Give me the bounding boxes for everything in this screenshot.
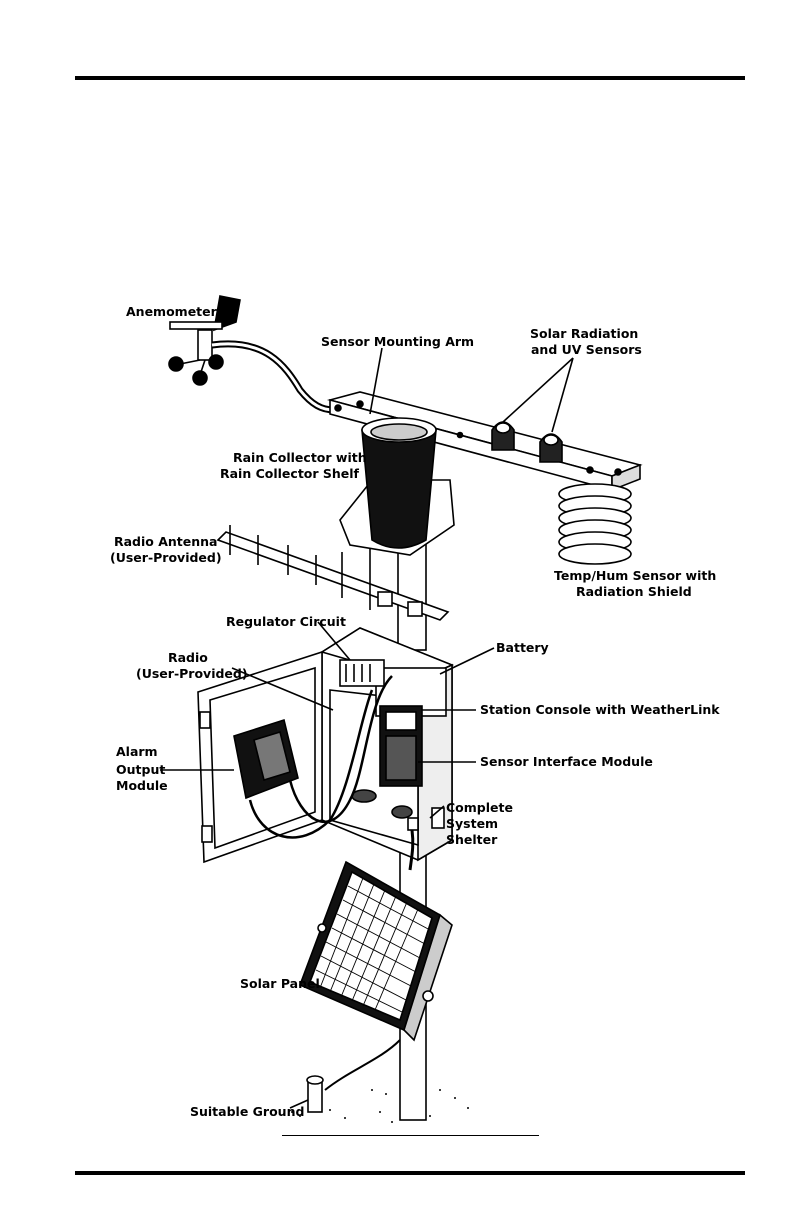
label-temp-hum-line2: Radiation Shield <box>576 584 692 599</box>
label-radio-antenna-line1: Radio Antenna <box>114 534 218 549</box>
cable-2 <box>288 675 393 823</box>
label-suitable-ground: Suitable Ground <box>190 1104 304 1119</box>
station-drawing <box>168 295 643 1123</box>
label-shelter-line2: System <box>446 816 498 831</box>
label-alarm-line2: Output <box>116 762 165 777</box>
rain-collector <box>339 417 455 556</box>
label-radio-line2: (User-Provided) <box>136 666 248 681</box>
labels: Anemometer Sensor Mounting Arm Solar Rad… <box>110 304 720 1119</box>
label-anemometer: Anemometer <box>126 304 218 319</box>
label-alarm-line1: Alarm <box>116 744 158 759</box>
label-radio-line1: Radio <box>168 650 208 665</box>
footer-rule <box>75 1171 745 1175</box>
ground-rod <box>306 1039 401 1113</box>
label-solar-radiation-line1: Solar Radiation <box>530 326 638 341</box>
label-radio-antenna-line2: (User-Provided) <box>110 550 222 565</box>
radio-antenna <box>216 525 450 621</box>
label-sensor-mounting-arm: Sensor Mounting Arm <box>321 334 474 349</box>
label-station-console: Station Console with WeatherLink <box>480 702 720 717</box>
solar-uv-sensors <box>491 421 563 463</box>
label-rain-collector-line1: Rain Collector with <box>233 450 367 465</box>
anemometer-icon <box>168 295 335 414</box>
label-solar-panel: Solar Panel <box>240 976 320 991</box>
caption-rule <box>282 1135 539 1136</box>
alarm-output-module <box>233 718 299 800</box>
label-temp-hum-line1: Temp/Hum Sensor with <box>554 568 716 583</box>
label-rain-collector-line2: Rain Collector Shelf <box>220 466 360 481</box>
header-rule <box>75 76 745 80</box>
label-solar-radiation-line2: and UV Sensors <box>531 342 642 357</box>
label-shelter-line3: Shelter <box>446 832 498 847</box>
radiation-shield <box>558 483 632 565</box>
label-alarm-line3: Module <box>116 778 168 793</box>
label-sensor-interface: Sensor Interface Module <box>480 754 653 769</box>
cable-3 <box>408 829 415 871</box>
leader-lines <box>160 347 574 1109</box>
ground-speckle <box>291 1089 469 1123</box>
label-regulator-circuit: Regulator Circuit <box>226 614 346 629</box>
label-battery: Battery <box>496 640 549 655</box>
label-shelter-line1: Complete <box>446 800 513 815</box>
solar-panel <box>298 860 453 1042</box>
